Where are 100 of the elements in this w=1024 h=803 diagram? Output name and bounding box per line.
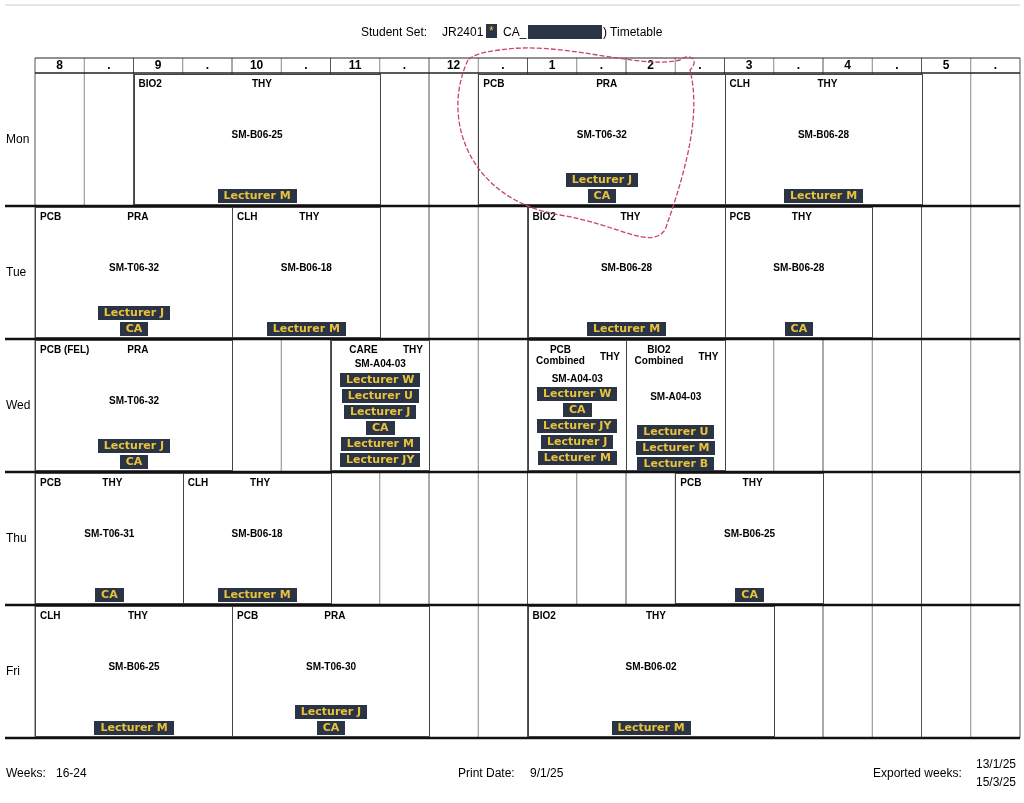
session-type: PRA xyxy=(324,610,346,621)
title-text: ) Timetable xyxy=(603,25,663,39)
room-code: SM-B06-18 xyxy=(231,527,283,539)
time-heading: 12 xyxy=(446,58,461,73)
day-name: Mon xyxy=(6,131,30,146)
session-type: THY xyxy=(403,344,423,355)
class-block xyxy=(133,74,381,205)
footer-text: Print Date: xyxy=(458,766,515,780)
day-name: Thu xyxy=(6,530,27,545)
session-type: THY xyxy=(250,477,271,488)
room-code: SM-T06-31 xyxy=(84,527,135,539)
time-heading: . xyxy=(599,58,604,73)
time-heading: 5 xyxy=(942,58,950,73)
session-type: THY xyxy=(102,477,123,488)
session-type: THY xyxy=(742,477,763,488)
class-block xyxy=(527,606,775,737)
day-name: Fri xyxy=(6,663,20,678)
lecturer-tag: Lecturer J xyxy=(541,435,614,449)
session-type: THY xyxy=(252,78,272,89)
footer-text: Exported weeks: xyxy=(873,766,962,780)
class-block xyxy=(232,606,430,737)
subject-code: PCB xyxy=(729,211,751,222)
room-code: SM-A04-03 xyxy=(650,391,702,402)
footer-text: 15/3/25 xyxy=(976,775,1017,789)
session-type: THY xyxy=(817,78,838,89)
time-heading: . xyxy=(107,58,111,73)
room-code: SM-B06-18 xyxy=(280,261,332,273)
room-code: SM-A04-03 xyxy=(354,358,406,369)
time-heading: . xyxy=(698,58,702,73)
time-heading: 4 xyxy=(844,58,851,73)
lecturer-tag: CA xyxy=(119,455,149,469)
time-heading: 10 xyxy=(249,58,264,73)
time-heading: 2 xyxy=(647,58,654,73)
subject-code: PCB (FEL) xyxy=(40,344,90,355)
lecturer-tag: Lecturer J xyxy=(565,173,639,187)
class-block xyxy=(232,207,381,338)
time-heading: 1 xyxy=(548,58,556,73)
lecturer-tag: Lecturer M xyxy=(217,189,297,203)
lecturer-tag: Lecturer M xyxy=(537,451,617,465)
time-heading: . xyxy=(304,58,308,73)
room-code: SM-T06-30 xyxy=(306,660,356,672)
lecturer-tag: Lecturer W xyxy=(340,373,421,387)
lecturer-tag: Lecturer JY xyxy=(340,453,421,467)
session-type: THY xyxy=(600,351,620,362)
lecturer-tag: Lecturer U xyxy=(637,425,715,439)
class-block xyxy=(527,207,726,338)
class-block xyxy=(35,606,233,737)
title-text: CA_ xyxy=(503,25,527,39)
lecturer-tag: CA xyxy=(562,403,592,417)
subject-code: PCB xyxy=(40,477,62,488)
lecturer-tag: CA xyxy=(735,588,764,602)
session-type: THY xyxy=(646,610,666,621)
class-block xyxy=(35,207,233,338)
lecturer-tag: CA xyxy=(316,721,346,735)
lecturer-tag: Lecturer W xyxy=(537,387,618,401)
time-heading: . xyxy=(993,58,998,73)
lecturer-tag: Lecturer J xyxy=(97,439,171,453)
room-code: SM-B06-25 xyxy=(724,527,776,539)
room-code: SM-T06-32 xyxy=(576,128,627,140)
time-heading: 9 xyxy=(154,58,162,73)
session-type: PRA xyxy=(596,78,618,89)
lecturer-tag: Lecturer M xyxy=(217,588,297,602)
footer-text: 9/1/25 xyxy=(530,766,564,780)
lecturer-tag: Lecturer M xyxy=(636,441,716,455)
lecturer-tag: Lecturer M xyxy=(783,189,864,203)
footer-text: Weeks: xyxy=(6,766,46,780)
time-heading: 3 xyxy=(745,58,753,73)
lecturer-tag: Lecturer M xyxy=(266,322,346,336)
room-code: SM-B06-28 xyxy=(773,261,825,273)
day-name: Tue xyxy=(6,264,27,279)
class-block xyxy=(35,473,184,604)
time-heading: 8 xyxy=(56,58,63,73)
class-block xyxy=(478,74,726,205)
session-type: THY xyxy=(791,211,812,222)
lecturer-tag: CA xyxy=(119,322,149,336)
lecturer-tag: Lecturer M xyxy=(611,721,691,735)
class-block xyxy=(35,340,233,471)
lecturer-tag: Lecturer M xyxy=(94,721,174,735)
session-type: PRA xyxy=(127,344,149,355)
lecturer-tag: Lecturer J xyxy=(344,405,417,419)
subject-code: PCB Combined xyxy=(535,344,586,366)
class-block xyxy=(724,207,874,338)
class-block xyxy=(182,473,332,604)
lecturer-tag: Lecturer J xyxy=(294,705,368,719)
subject-code: PCB xyxy=(40,211,62,222)
subject-code: CLH xyxy=(729,78,751,89)
room-code: SM-B06-25 xyxy=(108,660,160,672)
session-type: THY xyxy=(299,211,320,222)
room-code: SM-B06-28 xyxy=(797,128,850,140)
title-text: * xyxy=(486,24,497,38)
room-code: SM-B06-02 xyxy=(625,660,677,672)
subject-code: PCB xyxy=(680,477,702,488)
time-heading: . xyxy=(796,58,801,73)
subject-code: PCB xyxy=(237,610,259,621)
room-code: SM-B06-28 xyxy=(600,261,653,273)
room-code: SM-A04-03 xyxy=(551,373,603,384)
class-block xyxy=(724,74,923,205)
session-type: THY xyxy=(698,351,719,362)
class-block xyxy=(675,473,824,604)
subject-code: CLH xyxy=(187,477,209,488)
